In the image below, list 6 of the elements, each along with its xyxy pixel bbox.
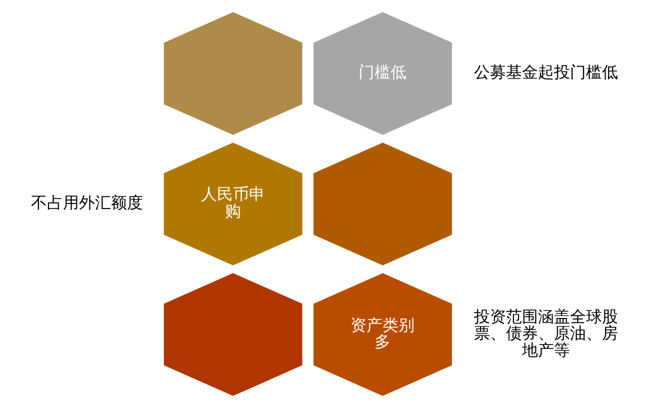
node-label: 不占用外汇额度 <box>30 193 142 212</box>
node-hexagon <box>163 12 302 135</box>
node-hexagon <box>313 142 452 266</box>
node-label: 投资范围涵盖全球股票、债券、原油、房地产等 <box>473 306 618 360</box>
node-hexagon <box>163 273 302 396</box>
node-label: 公募基金起投门槛低 <box>473 62 618 82</box>
